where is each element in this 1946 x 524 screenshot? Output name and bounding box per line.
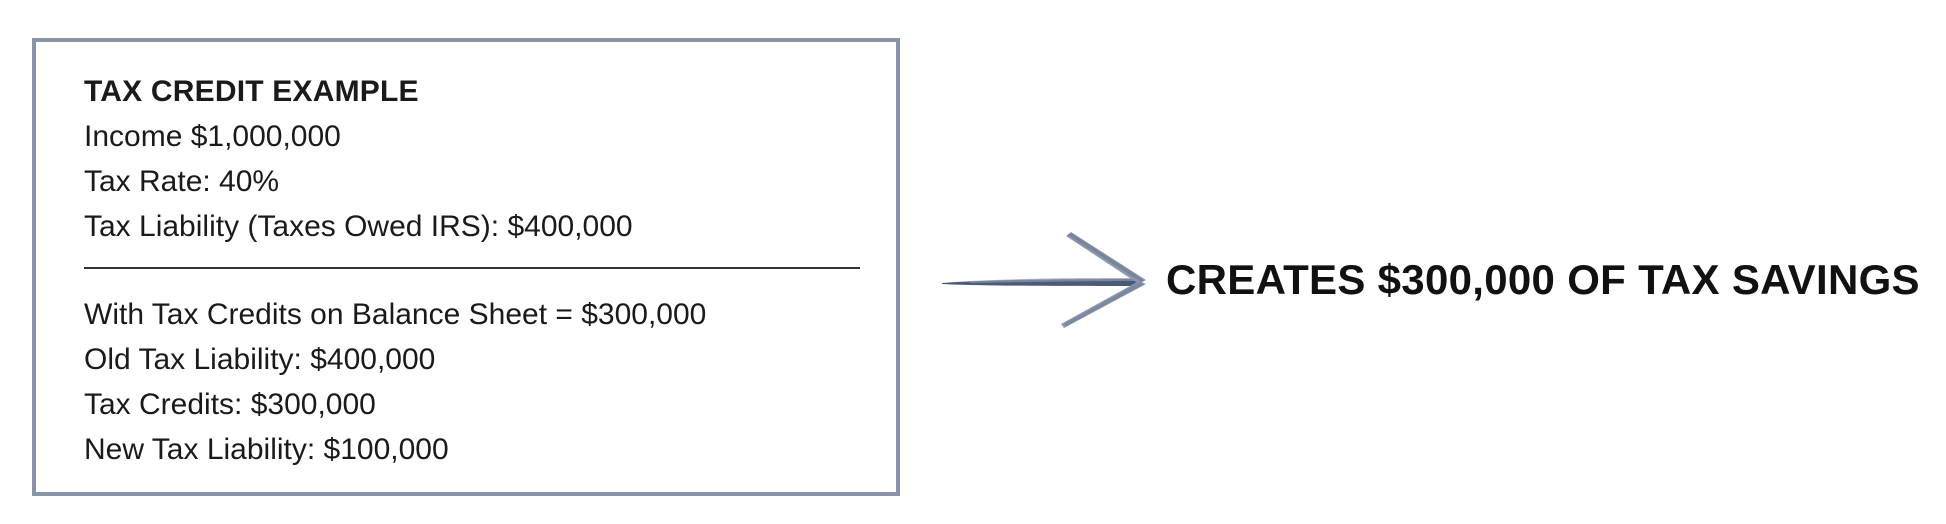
section-divider xyxy=(84,267,860,269)
tax-credits-balance-line: With Tax Credits on Balance Sheet = $300… xyxy=(84,298,707,331)
tax-credits-line: Tax Credits: $300,000 xyxy=(84,388,376,421)
tax-savings-outcome: CREATES $300,000 OF TAX SAVINGS xyxy=(1166,256,1920,303)
tax-liability-line: Tax Liability (Taxes Owed IRS): $400,000 xyxy=(84,210,633,243)
after-credits-group: With Tax Credits on Balance Sheet = $300… xyxy=(84,292,706,472)
right-arrow-icon xyxy=(942,232,1146,328)
tax-rate-line: Tax Rate: 40% xyxy=(84,165,280,198)
tax-credit-example-box: TAX CREDIT EXAMPLE Income $1,000,000 Tax… xyxy=(32,38,900,496)
example-title: TAX CREDIT EXAMPLE xyxy=(84,75,419,108)
new-tax-liability-line: New Tax Liability: $100,000 xyxy=(84,433,449,466)
income-line: Income $1,000,000 xyxy=(84,120,341,153)
before-credits-group: Income $1,000,000 Tax Rate: 40% Tax Liab… xyxy=(84,114,633,249)
old-tax-liability-line: Old Tax Liability: $400,000 xyxy=(84,343,436,376)
